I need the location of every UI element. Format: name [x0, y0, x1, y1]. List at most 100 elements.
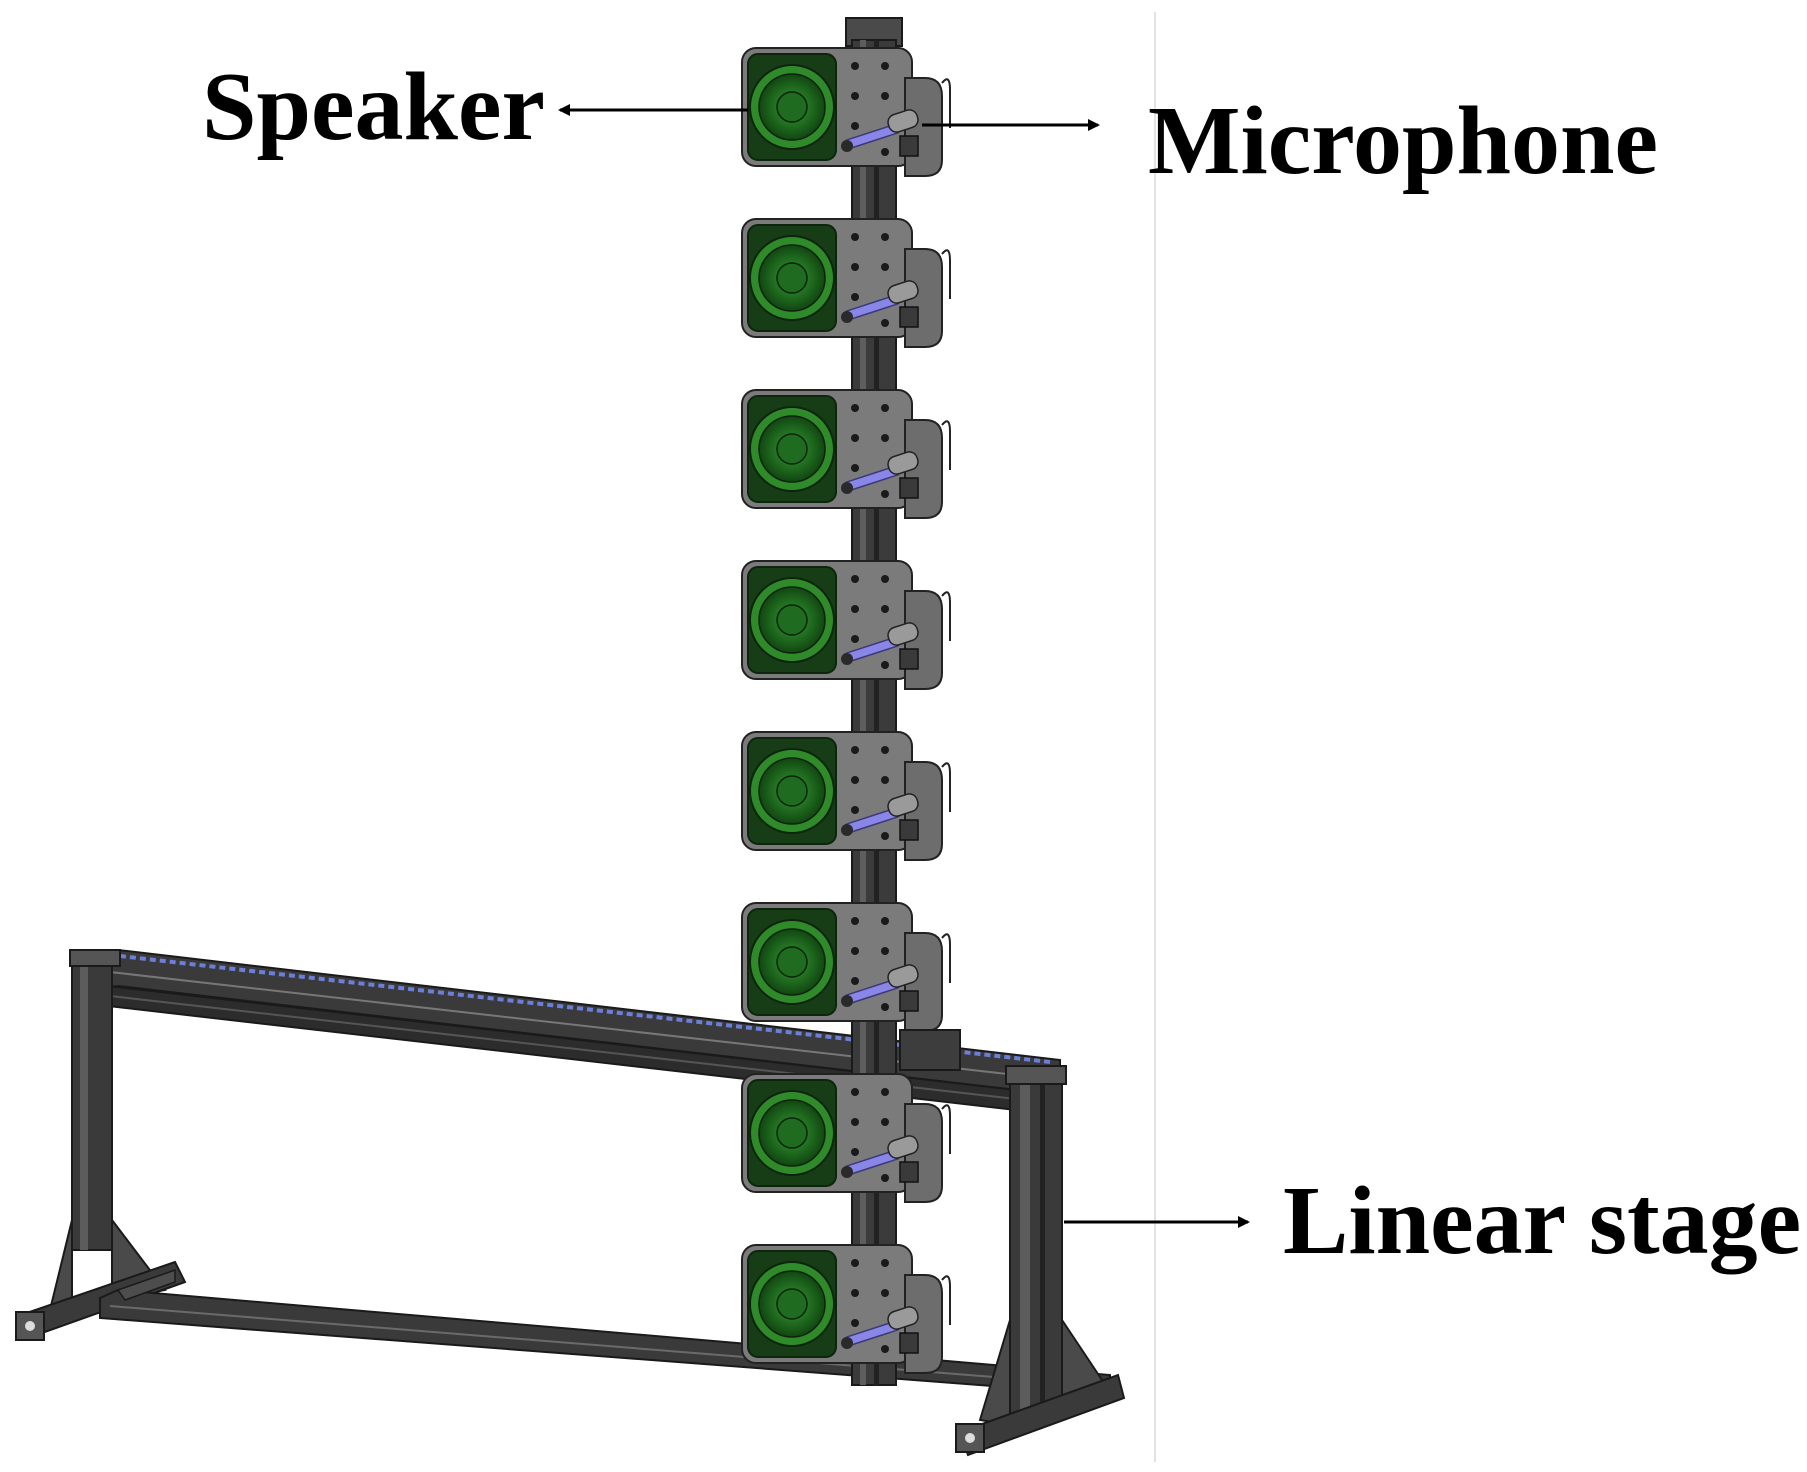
plate-hole: [851, 464, 859, 472]
bracket-hook: [941, 591, 951, 641]
plate-hole: [851, 122, 859, 130]
speaker-dust-cap: [776, 262, 808, 294]
linear-stage-frame: [15, 948, 1111, 1397]
microphone-mount: [899, 477, 919, 499]
plate-hole: [851, 1088, 859, 1096]
microphone-tip: [841, 140, 853, 152]
microphone-mount: [899, 306, 919, 328]
plate-hole: [881, 404, 889, 412]
bracket-hook: [941, 420, 951, 470]
module: [741, 1073, 951, 1203]
right-post-groove: [1040, 1085, 1045, 1415]
bottom-rail: [99, 1288, 1111, 1397]
plate-hole: [851, 62, 859, 70]
plate-hole: [851, 1118, 859, 1126]
plate-hole: [881, 1003, 889, 1011]
bracket-hook: [941, 1104, 951, 1154]
plate-hole: [881, 434, 889, 442]
left-post-highlight: [80, 965, 88, 1250]
plate-hole: [881, 490, 889, 498]
plate-hole: [881, 776, 889, 784]
bracket-hook: [941, 762, 951, 812]
speaker-dust-cap: [776, 604, 808, 636]
speaker-dust-cap: [776, 91, 808, 123]
plate-hole: [881, 263, 889, 271]
microphone-mount: [899, 819, 919, 841]
plate-hole: [881, 92, 889, 100]
left-post: [71, 959, 113, 1251]
right-post: [1009, 1077, 1063, 1419]
bracket-hook: [941, 78, 951, 128]
plate-hole: [851, 404, 859, 412]
plate-hole: [851, 575, 859, 583]
bottom-rail-inner: [116, 1268, 176, 1301]
microphone-tip: [841, 311, 853, 323]
right-post-highlight: [1020, 1085, 1030, 1415]
plate-hole: [881, 746, 889, 754]
column-groove: [874, 40, 879, 1385]
plate-hole: [851, 1289, 859, 1297]
left-post-cap: [69, 949, 121, 967]
plate-hole: [851, 1319, 859, 1327]
microphone-clip: [887, 280, 919, 304]
module: [741, 1244, 951, 1374]
plate-hole: [851, 233, 859, 241]
plate-hole: [881, 575, 889, 583]
plate-hole: [881, 319, 889, 327]
bracket-hook: [941, 933, 951, 983]
bracket-hook: [941, 1275, 951, 1325]
plate-hole: [851, 1148, 859, 1156]
module: [741, 218, 951, 348]
module: [741, 560, 951, 690]
carriage-bracket: [899, 1029, 961, 1071]
speaker-label: Speaker: [202, 53, 545, 161]
plate-hole: [851, 746, 859, 754]
plate-hole: [881, 1174, 889, 1182]
plate-hole: [881, 917, 889, 925]
bracket-hook: [941, 249, 951, 299]
plate-hole: [851, 1259, 859, 1267]
plate-hole: [851, 263, 859, 271]
microphone-tip: [841, 824, 853, 836]
plate-hole: [881, 605, 889, 613]
plate-hole: [881, 832, 889, 840]
plate-hole: [881, 1088, 889, 1096]
microphone-clip: [887, 451, 919, 475]
column-highlight: [860, 40, 866, 1385]
microphone-mount: [899, 648, 919, 670]
plate-hole: [851, 776, 859, 784]
plate-hole: [851, 293, 859, 301]
plate-hole: [881, 947, 889, 955]
plate-hole: [851, 635, 859, 643]
microphone-tip: [841, 995, 853, 1007]
plate-hole: [851, 806, 859, 814]
microphone-mount: [899, 135, 919, 157]
right-post-cap: [1005, 1065, 1067, 1085]
module: [741, 47, 951, 177]
microphone-clip: [887, 793, 919, 817]
mounting-hole: [25, 1321, 35, 1331]
microphone-clip: [887, 109, 919, 133]
bottom-rail-groove: [109, 1305, 1106, 1387]
speaker-dust-cap: [776, 1288, 808, 1320]
microphone-mount: [899, 1332, 919, 1354]
plate-hole: [881, 148, 889, 156]
plate-hole: [851, 92, 859, 100]
speaker-dust-cap: [776, 1117, 808, 1149]
speaker-microphone-modules: [741, 47, 951, 1374]
plate-hole: [881, 1259, 889, 1267]
microphone-clip: [887, 1135, 919, 1159]
microphone-clip: [887, 964, 919, 988]
mounting-hole: [965, 1433, 975, 1443]
module: [741, 389, 951, 519]
module: [741, 902, 951, 1032]
microphone-tip: [841, 482, 853, 494]
microphone-label: Microphone: [1148, 87, 1658, 195]
microphone-tip: [841, 1337, 853, 1349]
microphone-tip: [841, 1166, 853, 1178]
microphone-mount: [899, 1161, 919, 1183]
linear-stage-label: Linear stage: [1283, 1167, 1802, 1275]
plate-hole: [881, 1289, 889, 1297]
plate-hole: [851, 917, 859, 925]
microphone-clip: [887, 622, 919, 646]
